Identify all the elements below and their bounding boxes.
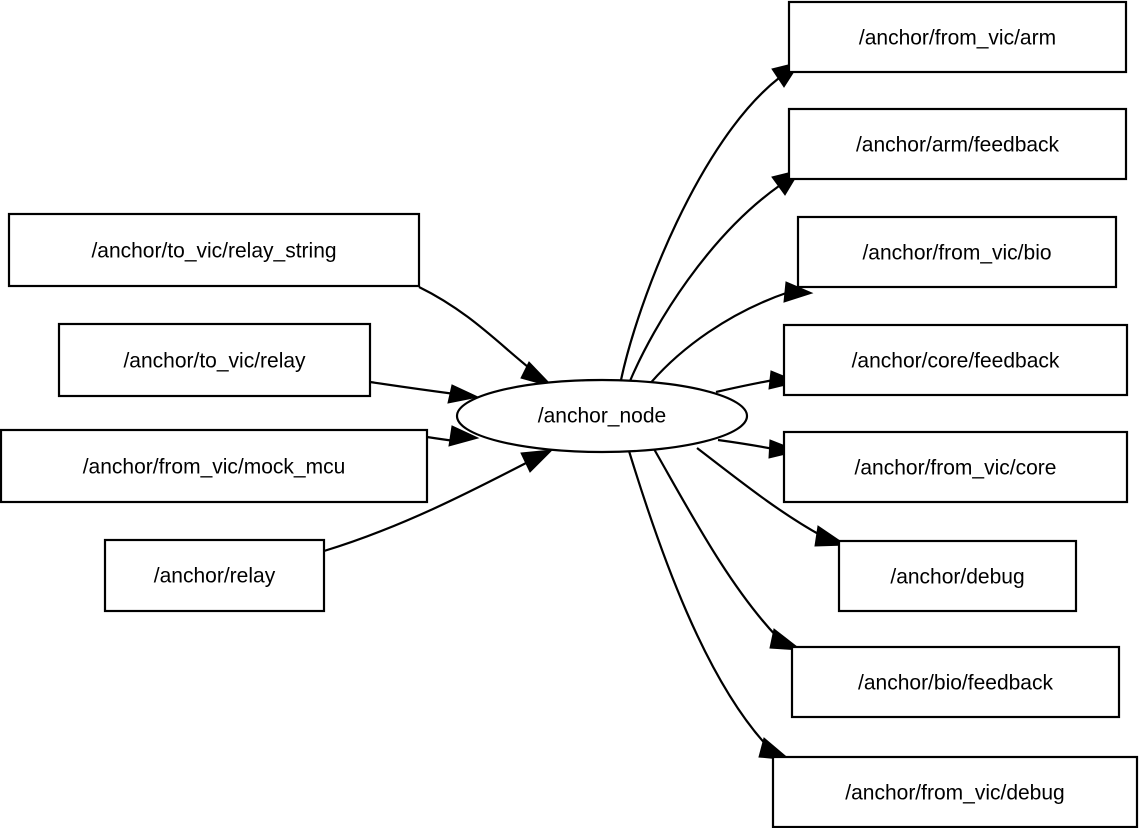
node-core-feedback[interactable]: /anchor/core/feedback	[782, 323, 1129, 397]
node-debug[interactable]: /anchor/debug	[837, 539, 1078, 613]
edge-from-vic-mock-mcu-to-anchor-node	[426, 425, 480, 447]
node-shape-rect[interactable]	[103, 538, 326, 613]
node-label: /anchor/relay	[154, 565, 276, 588]
node-anchor-relay[interactable]: /anchor/relay	[103, 538, 326, 613]
edge-path	[619, 77, 780, 381]
node-from-vic-mock-mcu[interactable]: /anchor/from_vic/mock_mcu	[0, 428, 429, 504]
node-label: /anchor/from_vic/debug	[845, 782, 1064, 805]
node-from-vic-bio[interactable]: /anchor/from_vic/bio	[796, 215, 1118, 289]
edge-anchor-node-to-arm-feedback	[628, 169, 802, 382]
node-label: /anchor/to_vic/relay	[123, 350, 306, 373]
edge-path	[323, 461, 529, 553]
edge-path	[627, 450, 770, 749]
edge-path	[369, 380, 456, 396]
arrowhead-icon	[448, 425, 480, 447]
node-shape-rect[interactable]	[787, 107, 1128, 181]
node-anchor-node[interactable]: /anchor_node	[455, 378, 749, 454]
node-shape-ellipse[interactable]	[455, 378, 749, 454]
node-label: /anchor/bio/feedback	[858, 672, 1053, 695]
node-label: /anchor/from_vic/core	[855, 457, 1057, 480]
node-label: /anchor/core/feedback	[852, 350, 1060, 373]
node-to-vic-relay-string[interactable]: /anchor/to_vic/relay_string	[7, 212, 421, 288]
node-label: /anchor_node	[538, 405, 666, 428]
edge-path	[696, 447, 823, 537]
edge-path	[418, 286, 534, 372]
edge-anchor-node-to-from-vic-debug	[627, 450, 792, 761]
edge-anchor-relay-to-anchor-node	[323, 449, 554, 553]
subscriber-topic-nodes: /anchor/from_vic/arm /anchor/arm/feedbac…	[771, 0, 1139, 828]
node-label: /anchor/from_vic/arm	[859, 27, 1056, 50]
node-label: /anchor/debug	[890, 566, 1024, 589]
node-from-vic-core[interactable]: /anchor/from_vic/core	[782, 430, 1129, 504]
node-shape-rect[interactable]	[57, 322, 372, 398]
node-shape-rect[interactable]	[790, 645, 1121, 719]
node-shape-rect[interactable]	[782, 323, 1129, 397]
publisher-topic-nodes: /anchor/to_vic/relay_string /anchor/to_v…	[0, 212, 429, 613]
edge-group-incoming	[323, 286, 555, 553]
node-to-vic-relay[interactable]: /anchor/to_vic/relay	[57, 322, 372, 398]
node-shape-rect[interactable]	[7, 212, 421, 288]
node-shape-rect[interactable]	[787, 0, 1128, 74]
node-shape-rect[interactable]	[796, 215, 1118, 289]
node-bio-feedback[interactable]: /anchor/bio/feedback	[790, 645, 1121, 719]
node-label: /anchor/from_vic/mock_mcu	[83, 456, 346, 479]
arrowhead-icon	[447, 384, 480, 404]
node-label: /anchor/arm/feedback	[856, 134, 1060, 157]
edge-anchor-node-to-from-vic-arm	[619, 61, 802, 381]
node-shape-rect[interactable]	[782, 430, 1129, 504]
arrowhead-icon	[520, 449, 554, 473]
node-shape-rect[interactable]	[0, 428, 429, 504]
edge-path	[653, 448, 780, 640]
edge-path	[647, 290, 790, 387]
edge-anchor-node-to-bio-feedback	[653, 448, 803, 651]
edge-to-vic-relay-string-to-anchor-node	[418, 286, 555, 388]
node-arm-feedback[interactable]: /anchor/arm/feedback	[787, 107, 1128, 181]
arrowhead-icon	[769, 628, 803, 651]
node-shape-rect[interactable]	[771, 755, 1139, 828]
edge-path	[715, 378, 775, 394]
arrowhead-icon	[520, 361, 555, 388]
node-from-vic-debug[interactable]: /anchor/from_vic/debug	[771, 755, 1139, 828]
edge-path	[628, 185, 780, 382]
node-from-vic-arm[interactable]: /anchor/from_vic/arm	[787, 0, 1128, 74]
node-label: /anchor/from_vic/bio	[862, 242, 1051, 265]
edge-path	[717, 438, 775, 451]
node-label: /anchor/to_vic/relay_string	[91, 240, 336, 263]
node-shape-rect[interactable]	[837, 539, 1078, 613]
edge-to-vic-relay-to-anchor-node	[369, 380, 480, 404]
